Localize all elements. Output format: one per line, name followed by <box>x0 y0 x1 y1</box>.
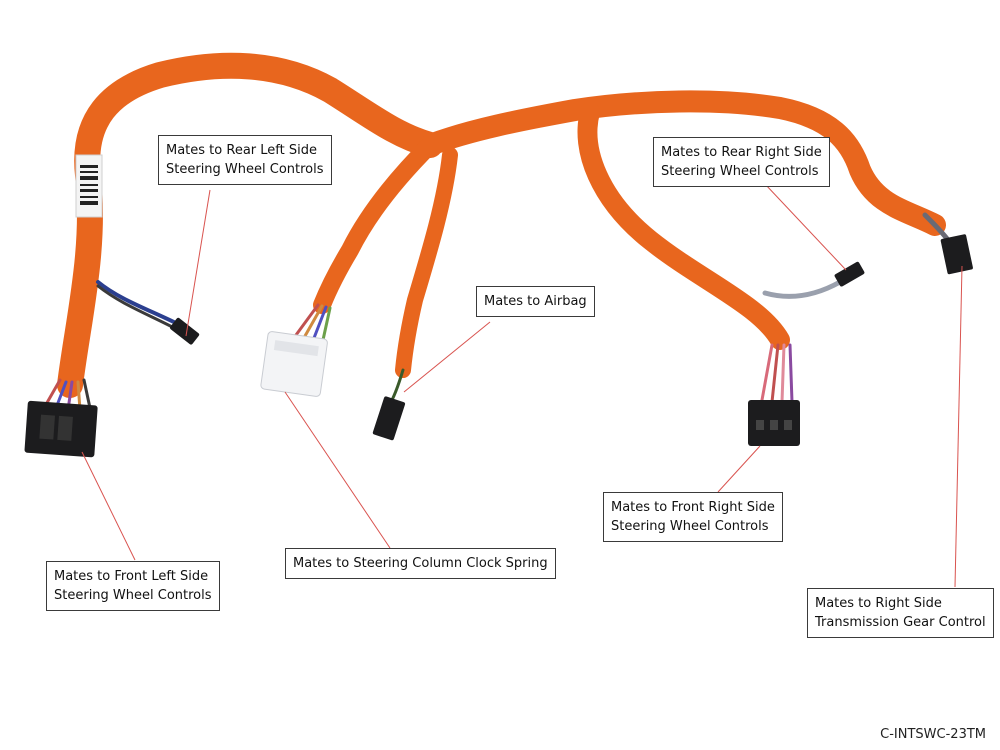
callout-airbag-line1: Mates to Airbag <box>484 294 587 309</box>
wire-bundle-clock-spring <box>294 303 332 342</box>
harness-sleeve <box>57 52 946 398</box>
callout-front-right: Mates to Front Right Side Steering Wheel… <box>603 492 783 542</box>
sleeve-airbag-branch <box>395 147 458 378</box>
wire-transmission <box>922 212 951 243</box>
wire-rear-left-2 <box>96 284 180 332</box>
airbag-connector <box>372 396 406 441</box>
leader-front-right <box>717 445 761 493</box>
sleeve-clock-spring-branch <box>313 136 439 314</box>
callout-rear-left-line2: Steering Wheel Controls <box>166 162 324 177</box>
callout-rear-right-line2: Steering Wheel Controls <box>661 164 819 179</box>
callout-transmission-line1: Mates to Right Side <box>815 596 942 611</box>
wire-rear-right <box>762 279 843 299</box>
wire-rear-left <box>96 280 182 327</box>
callout-rear-left: Mates to Rear Left Side Steering Wheel C… <box>158 135 332 185</box>
wire-bundle-front-right <box>760 343 794 404</box>
callout-transmission-line2: Transmission Gear Control <box>815 615 986 630</box>
leader-lines <box>81 183 963 588</box>
callout-airbag: Mates to Airbag <box>476 286 595 317</box>
part-code: C-INTSWC-23TM <box>880 727 986 742</box>
callout-front-right-line1: Mates to Front Right Side <box>611 500 775 515</box>
sleeve-left-trunk <box>57 52 443 398</box>
wire-airbag <box>390 368 405 402</box>
rear-left-connector <box>170 317 200 345</box>
callout-front-left-line2: Steering Wheel Controls <box>54 588 212 603</box>
connectors <box>24 234 973 458</box>
sleeve-front-right-branch <box>577 102 790 350</box>
callout-clock-spring: Mates to Steering Column Clock Spring <box>285 548 556 579</box>
callout-transmission: Mates to Right Side Transmission Gear Co… <box>807 588 994 638</box>
leader-clock-spring <box>284 391 391 549</box>
leader-rear-right <box>764 183 847 271</box>
front-left-connector <box>24 400 98 458</box>
rear-right-connector <box>834 261 865 287</box>
callout-rear-right: Mates to Rear Right Side Steering Wheel … <box>653 137 830 187</box>
clock-spring-connector <box>260 331 328 397</box>
callout-front-right-line2: Steering Wheel Controls <box>611 519 769 534</box>
leader-rear-left <box>185 189 211 337</box>
leader-transmission <box>954 265 963 588</box>
callout-rear-right-line1: Mates to Rear Right Side <box>661 145 822 160</box>
transmission-connector <box>940 234 973 275</box>
barcode-label <box>75 154 103 218</box>
leader-airbag <box>403 321 491 393</box>
front-right-connector <box>748 400 800 446</box>
leader-front-left <box>81 451 136 561</box>
callout-rear-left-line1: Mates to Rear Left Side <box>166 143 317 158</box>
callout-clock-spring-line1: Mates to Steering Column Clock Spring <box>293 556 548 571</box>
callout-front-left-line1: Mates to Front Left Side <box>54 569 209 584</box>
callout-front-left: Mates to Front Left Side Steering Wheel … <box>46 561 220 611</box>
sleeve-right-trunk <box>419 90 946 236</box>
